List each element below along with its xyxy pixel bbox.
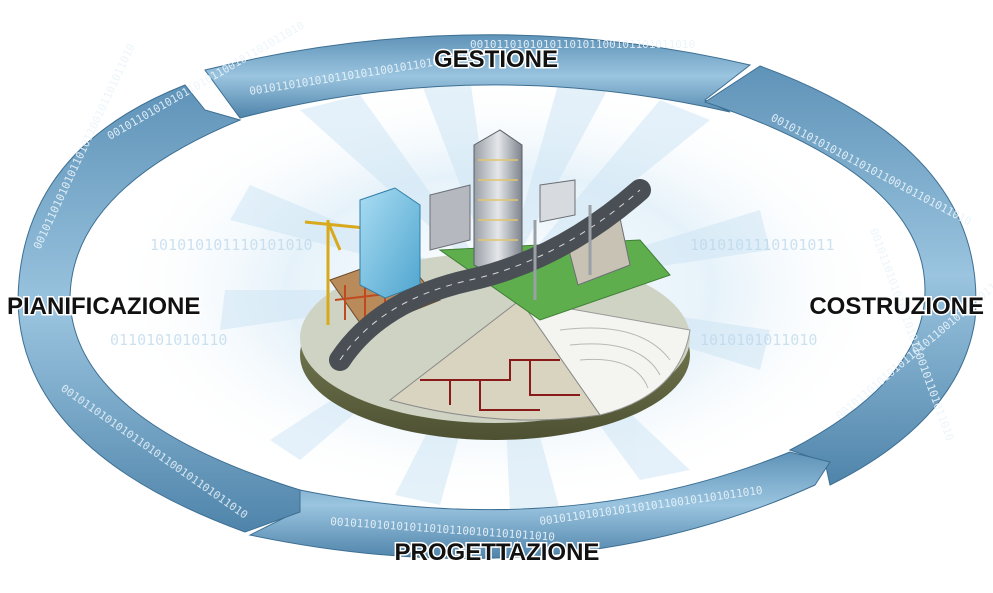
svg-text:1010101110101011: 1010101110101011 (690, 236, 835, 254)
ring-segment-top (204, 34, 752, 119)
city-platform (300, 129, 691, 440)
phase-label-costruzione: COSTRUZIONE (809, 293, 984, 320)
crane (304, 220, 366, 325)
plan-area (388, 299, 601, 421)
glass-building (359, 187, 421, 299)
binary-text: 0010110101010110101100101101011010 (470, 38, 695, 51)
ring-segment-left (17, 84, 301, 533)
phase-label-gestione: GESTIONE (434, 46, 558, 73)
background-binary: 101010101110101010 0110101010110 1010101… (110, 236, 835, 349)
svg-text:0110101010110: 0110101010110 (110, 331, 227, 349)
svg-text:1010101011010: 1010101011010 (700, 331, 817, 349)
lifecycle-ring (17, 34, 977, 559)
phase-label-pianificazione: PIANIFICAZIONE (7, 293, 200, 320)
phase-label-progettazione: PROGETTAZIONE (395, 539, 600, 566)
svg-text:101010101110101010: 101010101110101010 (150, 236, 313, 254)
